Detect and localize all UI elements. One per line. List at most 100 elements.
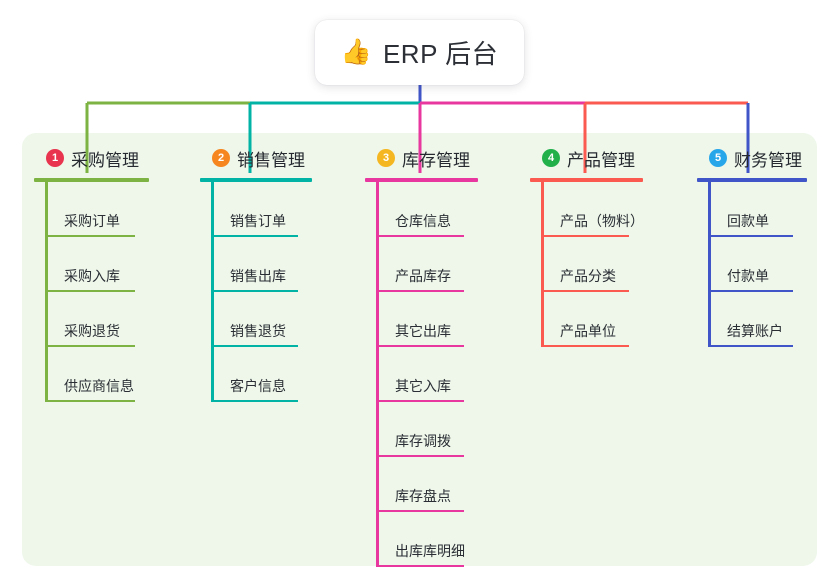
branch-spine xyxy=(211,182,214,402)
module-item-label: 库存盘点 xyxy=(395,488,451,504)
branch-spine xyxy=(541,182,544,347)
module-header-1[interactable]: 1 采购管理 xyxy=(34,145,149,171)
thumbs-up-icon: 👍 xyxy=(340,38,372,66)
module-item-rule xyxy=(211,235,298,237)
module-item-label: 产品分类 xyxy=(560,268,616,284)
module-item-label: 其它入库 xyxy=(395,378,451,394)
module-item-label: 销售出库 xyxy=(230,268,286,284)
module-item[interactable]: 其它入库 xyxy=(365,347,478,402)
module-item-rule xyxy=(211,345,298,347)
module-branch: 销售订单销售出库销售退货客户信息 xyxy=(200,182,312,402)
module-number-badge: 4 xyxy=(542,149,560,167)
module-item[interactable]: 产品库存 xyxy=(365,237,478,292)
module-number-badge: 2 xyxy=(212,149,230,167)
module-branch: 采购订单采购入库采购退货供应商信息 xyxy=(34,182,149,402)
module-item-rule xyxy=(541,235,629,237)
module-item-label: 销售退货 xyxy=(230,323,286,339)
module-title: 财务管理 xyxy=(734,150,802,170)
module-item[interactable]: 采购退货 xyxy=(34,292,149,347)
module-item-label: 其它出库 xyxy=(395,323,451,339)
module-item[interactable]: 采购入库 xyxy=(34,237,149,292)
root-node-card[interactable]: 👍 ERP 后台 xyxy=(315,20,524,85)
module-item[interactable]: 结算账户 xyxy=(697,292,807,347)
module-item[interactable]: 其它出库 xyxy=(365,292,478,347)
module-header-2[interactable]: 2 销售管理 xyxy=(200,145,312,171)
module-item[interactable]: 采购订单 xyxy=(34,182,149,237)
module-header-rule xyxy=(530,178,643,182)
branch-spine xyxy=(376,182,379,567)
module-item-label: 库存调拨 xyxy=(395,433,451,449)
module-item-label: 产品（物料） xyxy=(560,213,644,229)
module-item[interactable]: 付款单 xyxy=(697,237,807,292)
module-header-rule xyxy=(365,178,478,182)
module-column-5: 5 财务管理回款单付款单结算账户 xyxy=(697,145,807,347)
module-title: 库存管理 xyxy=(402,150,470,170)
branch-spine xyxy=(45,182,48,402)
module-item-rule xyxy=(376,290,464,292)
module-title: 采购管理 xyxy=(71,150,139,170)
module-item-label: 产品库存 xyxy=(395,268,451,284)
module-item-rule xyxy=(45,345,135,347)
module-item-label: 供应商信息 xyxy=(64,378,134,394)
root-node-title: ERP 后台 xyxy=(382,39,499,69)
module-header-5[interactable]: 5 财务管理 xyxy=(697,145,807,171)
module-item[interactable]: 销售出库 xyxy=(200,237,312,292)
module-header-rule xyxy=(34,178,149,182)
module-item-rule xyxy=(708,290,793,292)
module-item[interactable]: 产品单位 xyxy=(530,292,644,347)
module-item-label: 结算账户 xyxy=(727,323,783,339)
module-header-rule xyxy=(200,178,312,182)
branch-spine xyxy=(708,182,711,347)
module-item[interactable]: 销售退货 xyxy=(200,292,312,347)
module-item-label: 采购订单 xyxy=(64,213,120,229)
module-item-label: 客户信息 xyxy=(230,378,286,394)
module-item[interactable]: 供应商信息 xyxy=(34,347,149,402)
module-item[interactable]: 仓库信息 xyxy=(365,182,478,237)
module-item-rule xyxy=(376,235,464,237)
module-item[interactable]: 回款单 xyxy=(697,182,807,237)
module-number-badge: 1 xyxy=(46,149,64,167)
module-number-badge: 5 xyxy=(709,149,727,167)
module-number-badge: 3 xyxy=(377,149,395,167)
module-item-label: 销售订单 xyxy=(230,213,286,229)
module-item[interactable]: 产品分类 xyxy=(530,237,644,292)
module-title: 销售管理 xyxy=(237,150,305,170)
module-item-label: 产品单位 xyxy=(560,323,616,339)
module-branch: 产品（物料） 产品分类产品单位 xyxy=(530,182,644,347)
module-item-label: 回款单 xyxy=(727,213,769,229)
module-item-rule xyxy=(708,345,793,347)
module-item-rule xyxy=(376,510,464,512)
module-item-label: 采购入库 xyxy=(64,268,120,284)
module-item[interactable]: 产品（物料） xyxy=(530,182,644,237)
module-item-label: 仓库信息 xyxy=(395,213,451,229)
module-item-label: 付款单 xyxy=(727,268,769,284)
module-item[interactable]: 库存盘点 xyxy=(365,457,478,512)
module-item[interactable]: 销售订单 xyxy=(200,182,312,237)
module-item-rule xyxy=(376,455,464,457)
modules-panel xyxy=(22,133,817,566)
module-item[interactable]: 库存调拨 xyxy=(365,402,478,457)
module-item-rule xyxy=(45,400,135,402)
module-item-rule xyxy=(211,400,298,402)
module-item-rule xyxy=(376,565,464,567)
module-column-4: 4 产品管理产品（物料） 产品分类产品单位 xyxy=(530,145,644,347)
module-item-rule xyxy=(541,290,629,292)
module-header-3[interactable]: 3 库存管理 xyxy=(365,145,478,171)
module-branch: 仓库信息产品库存其它出库其它入库库存调拨库存盘点出库库明细 xyxy=(365,182,478,567)
module-item-label: 出库库明细 xyxy=(395,543,465,559)
module-title: 产品管理 xyxy=(567,150,635,170)
module-column-2: 2 销售管理销售订单销售出库销售退货客户信息 xyxy=(200,145,312,402)
module-header-4[interactable]: 4 产品管理 xyxy=(530,145,644,171)
module-item-rule xyxy=(376,345,464,347)
module-column-3: 3 库存管理仓库信息产品库存其它出库其它入库库存调拨库存盘点出库库明细 xyxy=(365,145,478,567)
module-header-rule xyxy=(697,178,807,182)
module-item-rule xyxy=(708,235,793,237)
module-item[interactable]: 出库库明细 xyxy=(365,512,478,567)
module-item[interactable]: 客户信息 xyxy=(200,347,312,402)
module-item-label: 采购退货 xyxy=(64,323,120,339)
module-item-rule xyxy=(376,400,464,402)
module-item-rule xyxy=(211,290,298,292)
